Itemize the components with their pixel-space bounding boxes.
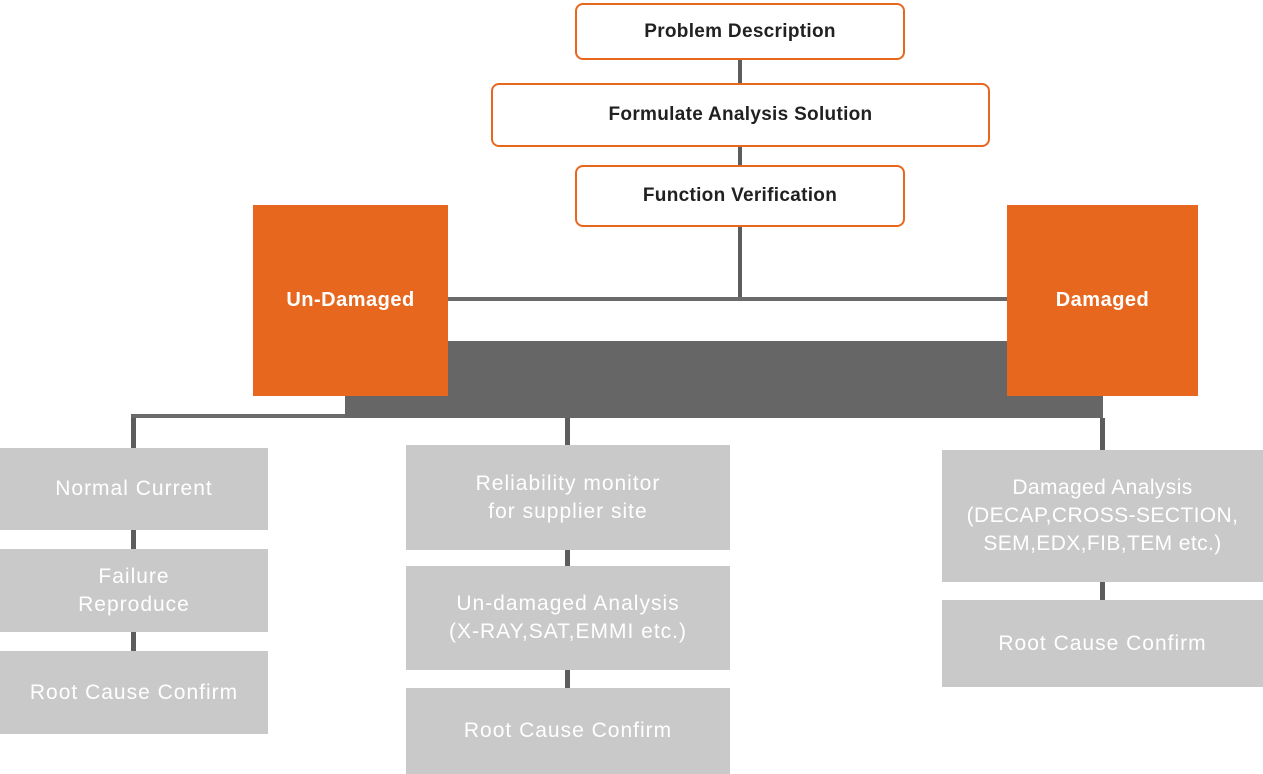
node-un-damaged-analysis: Un-damaged Analysis (X-RAY,SAT,EMMI etc.… (406, 566, 730, 670)
node-failure-reproduce: Failure Reproduce (0, 549, 268, 632)
node-root-cause-confirm-left: Root Cause Confirm (0, 651, 268, 734)
connector-left-branch-line (131, 414, 347, 418)
node-reliability-monitor: Reliability monitor for supplier site (406, 445, 730, 550)
node-damaged: Damaged (1007, 205, 1198, 396)
node-root-cause-confirm-right: Root Cause Confirm (942, 600, 1263, 687)
connector-branch-horizontal-line (446, 297, 1009, 301)
connector-left-column-top (131, 418, 136, 448)
connector-middle-column-top (565, 418, 570, 445)
node-formulate-analysis-solution: Formulate Analysis Solution (491, 83, 990, 147)
connector-problem-to-formulate (738, 60, 742, 83)
connector-left-column-2 (131, 632, 136, 651)
node-problem-description: Problem Description (575, 3, 905, 60)
node-un-damaged: Un-Damaged (253, 205, 448, 396)
connector-formulate-to-function (738, 147, 742, 165)
node-normal-current: Normal Current (0, 448, 268, 530)
connector-middle-column-1 (565, 550, 570, 566)
connector-left-column-1 (131, 530, 136, 549)
node-damaged-analysis: Damaged Analysis (DECAP,CROSS-SECTION, S… (942, 450, 1263, 582)
connector-right-column-top (1100, 418, 1105, 450)
node-root-cause-confirm-middle: Root Cause Confirm (406, 688, 730, 774)
dark-divider-bar (345, 341, 1103, 418)
connector-right-column-1 (1100, 582, 1105, 600)
connector-function-to-branch-line (738, 227, 742, 298)
node-function-verification: Function Verification (575, 165, 905, 227)
connector-middle-column-2 (565, 670, 570, 688)
